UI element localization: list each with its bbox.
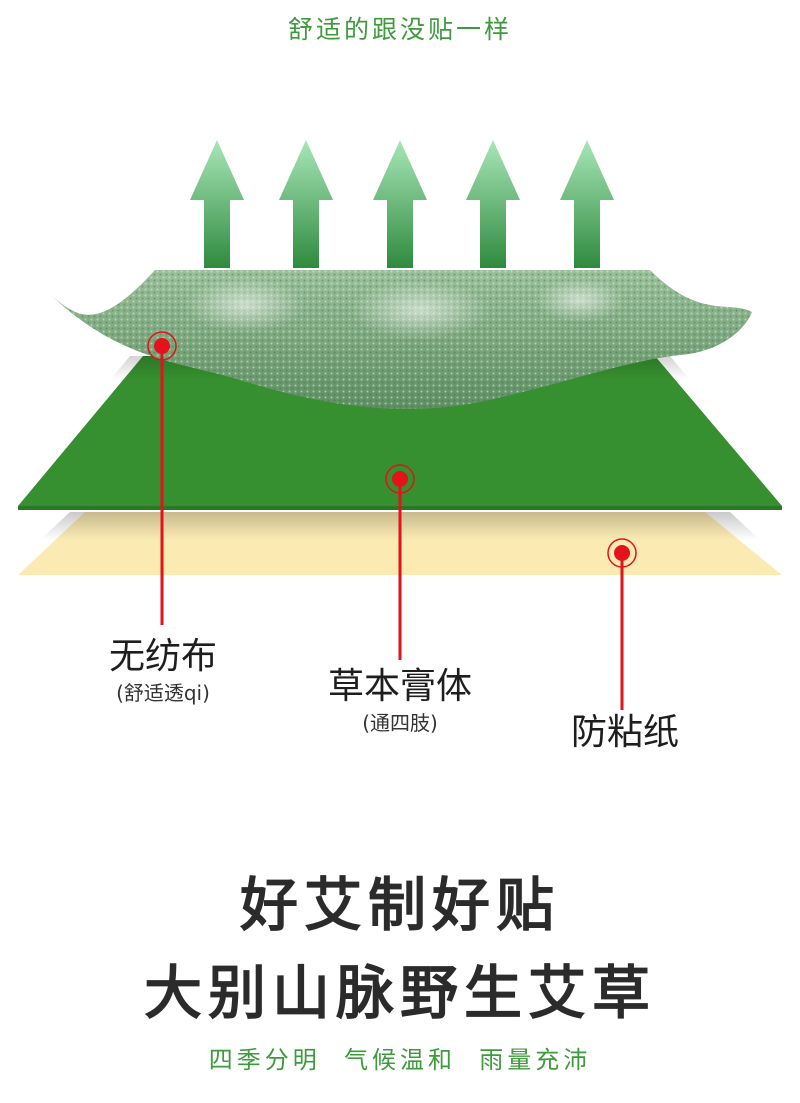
nonwoven-label: 无纺布 (舒适透qi) (78, 636, 248, 708)
herbal-subtitle: (通四肢) (362, 711, 438, 735)
headline-line-1: 好艾制好贴 (239, 871, 560, 939)
headline-line-2: 大别山脉野生艾草 (143, 959, 656, 1027)
up-arrow-icon (466, 140, 520, 268)
backing-title: 防粘纸 (570, 712, 679, 753)
marker-nonwoven (147, 331, 177, 625)
top-tagline: 舒适的跟没贴一样 (287, 15, 512, 44)
up-arrow-icon (373, 140, 427, 268)
patch-layer-diagram (18, 140, 782, 710)
bottom-tagline: 四季分明 气候温和 雨量充沛 (208, 1046, 592, 1074)
backing-label: 防粘纸 (540, 712, 710, 754)
up-arrow-icon (560, 140, 614, 268)
marker-backing (607, 538, 637, 710)
up-arrow-icon (190, 140, 244, 268)
nonwoven-cloth-layer (52, 270, 752, 410)
herbal-title: 草本膏体 (327, 666, 472, 707)
breathable-arrows (190, 140, 614, 268)
up-arrow-icon (279, 140, 333, 268)
herbal-label: 草本膏体 (通四肢) (300, 666, 500, 738)
nonwoven-title: 无纺布 (108, 636, 217, 677)
marker-herbal (385, 464, 415, 660)
nonwoven-subtitle: (舒适透qi) (116, 681, 210, 705)
